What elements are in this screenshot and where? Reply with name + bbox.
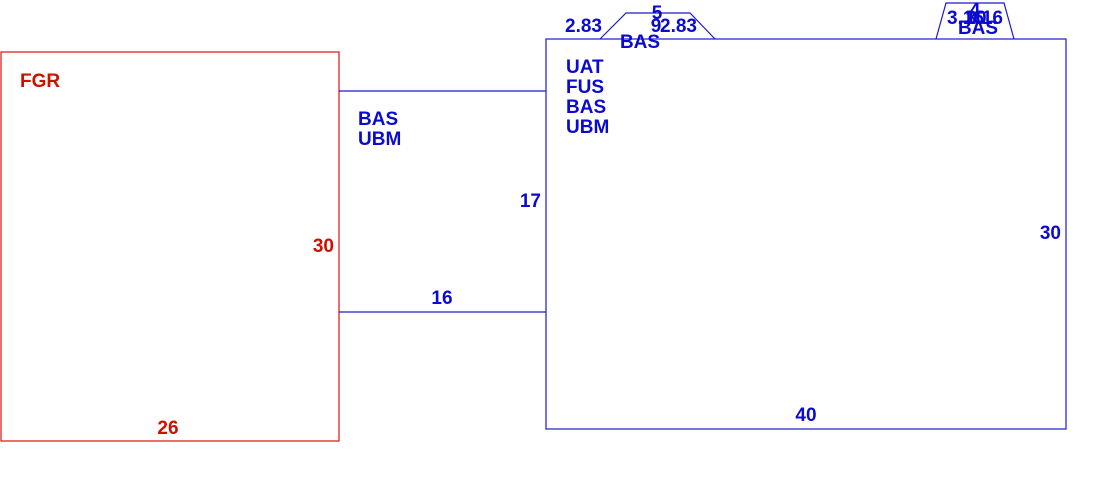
- bay-right-outline: [935, 2, 1015, 40]
- main-house-code-1: UAT: [566, 57, 604, 78]
- bay-right-code: BAS: [958, 18, 998, 39]
- main-house-code-3: BAS: [566, 97, 606, 118]
- bay-right-left-label: 3.16: [947, 8, 984, 29]
- bay-right-top-label: 4: [970, 0, 981, 21]
- connector-code-1: BAS: [358, 109, 398, 130]
- garage-depth-label: 30: [313, 236, 334, 257]
- garage-width-label: 26: [157, 418, 178, 439]
- connector-depth-label: 17: [520, 191, 541, 212]
- main-house-code-4: UBM: [566, 117, 609, 138]
- main-house-code-2: FUS: [566, 77, 604, 98]
- connector-section: BAS UBM 16 17: [339, 90, 546, 313]
- main-house-depth-label: 30: [1040, 223, 1061, 244]
- bay-left-code: BAS: [620, 32, 660, 53]
- garage-code: FGR: [20, 71, 60, 92]
- bay-left-right-label: 2.83: [660, 16, 697, 37]
- bay-right-middle-label: 10: [965, 8, 986, 29]
- connector-code-2: UBM: [358, 129, 401, 150]
- main-house-section: UAT FUS BAS UBM 40 30: [545, 38, 1067, 430]
- connector-width-label: 16: [431, 288, 452, 309]
- main-house-outline: [545, 38, 1067, 430]
- garage-section: FGR 26 30: [0, 51, 340, 442]
- bay-right-right-label: 3.16: [966, 8, 1003, 29]
- garage-outline: [0, 51, 340, 442]
- bay-left-top-label: 5: [652, 3, 663, 24]
- bay-window-left: 2.83 5 9 2.83 BAS: [565, 3, 716, 53]
- bay-left-outline: [599, 12, 716, 40]
- main-house-width-label: 40: [795, 405, 816, 426]
- bay-window-right: 3.16 4 10 3.16 BAS: [935, 0, 1015, 40]
- bay-left-left-label: 2.83: [565, 16, 602, 37]
- bay-left-middle-label: 9: [651, 16, 662, 37]
